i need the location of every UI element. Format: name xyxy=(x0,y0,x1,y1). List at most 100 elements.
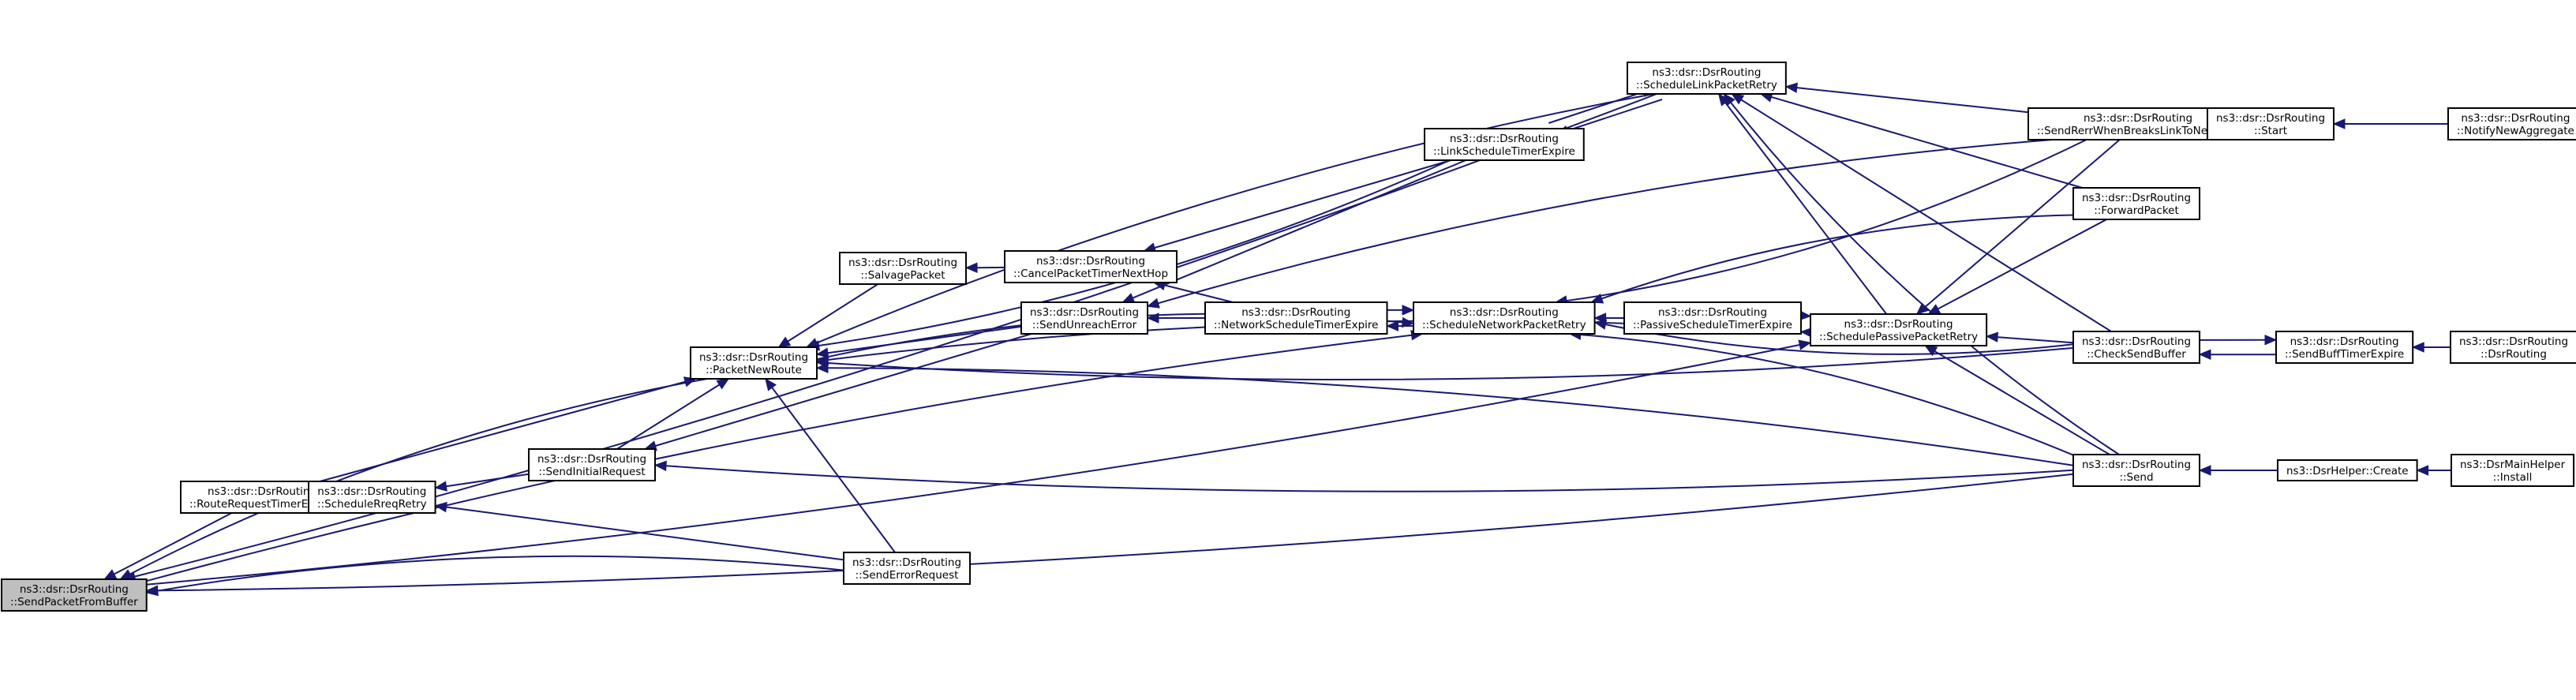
node-label-line: ::Install xyxy=(2493,471,2533,484)
node-send-packet-from-buffer[interactable]: ns3::dsr::DsrRouting::SendPacketFromBuff… xyxy=(1,578,148,612)
node-box xyxy=(1627,62,1787,95)
node-label-line: ns3::dsr::DsrRouting xyxy=(208,485,316,498)
node-label-line: ns3::dsr::DsrRouting xyxy=(317,485,426,498)
node-label-line: ns3::dsr::DsrRouting xyxy=(537,453,646,466)
arrowhead-icon xyxy=(145,585,159,597)
node-box xyxy=(528,448,657,481)
arrowhead-icon xyxy=(1985,331,1999,343)
node-dsr-helper-create[interactable]: ns3::DsrHelper::Create xyxy=(2277,459,2418,481)
node-send-buff-timer-expire[interactable]: ns3::dsr::DsrRouting::SendBuffTimerExpir… xyxy=(2275,331,2414,364)
node-label-line: ::CheckSendBuffer xyxy=(2087,348,2186,361)
node-label-line: ns3::dsr::DsrRouting xyxy=(1241,306,1350,319)
node-schedule-network-packet-retry[interactable]: ns3::dsr::DsrRouting::ScheduleNetworkPac… xyxy=(1413,301,1596,335)
node-label-line: ::PassiveScheduleTimerExpire xyxy=(1633,319,1792,331)
edge-send-packet-from-buffer-to-schedule-network-packet-retry xyxy=(146,334,1412,582)
node-salvage-packet[interactable]: ns3::dsr::DsrRouting::SalvagePacket xyxy=(839,252,968,285)
arrowhead-icon xyxy=(653,460,667,472)
edge-route-request-timer-expire-to-packet-new-route xyxy=(320,380,686,482)
node-box xyxy=(1020,301,1149,335)
arrowhead-icon xyxy=(716,378,730,390)
node-box xyxy=(1623,301,1803,335)
node-label-line: ns3::dsr::DsrRouting xyxy=(852,556,961,569)
node-network-schedule-timer-expire[interactable]: ns3::dsr::DsrRouting::NetworkScheduleTim… xyxy=(1204,301,1388,335)
node-schedule-rreq-retry[interactable]: ns3::dsr::DsrRouting::ScheduleRreqRetry xyxy=(308,481,436,514)
node-label-line: ns3::DsrHelper::Create xyxy=(2286,465,2409,477)
node-label-line: ns3::dsr::DsrRouting xyxy=(1844,318,1953,331)
node-box xyxy=(2277,459,2418,481)
node-label-line: ns3::dsr::DsrRouting xyxy=(1450,306,1559,319)
edge-send-error-request-to-packet-new-route xyxy=(771,387,896,553)
node-label-line: ns3::dsr::DsrRouting xyxy=(2082,192,2191,204)
edge-link-schedule-timer-expire-to-schedule-link-packet-retry xyxy=(1548,91,1644,124)
edge-schedule-link-packet-retry-to-send-packet-from-buffer xyxy=(134,93,1657,578)
edge-schedule-link-packet-retry-to-packet-new-route xyxy=(816,93,1654,344)
node-label-line: ::SendInitialRequest xyxy=(538,466,645,478)
node-start[interactable]: ns3::dsr::DsrRouting::Start xyxy=(2207,107,2335,140)
node-box xyxy=(690,346,818,380)
node-label-line: ns3::dsr::DsrRouting xyxy=(1658,306,1767,319)
node-passive-schedule-timer-expire[interactable]: ns3::dsr::DsrRouting::PassiveScheduleTim… xyxy=(1623,301,1803,335)
node-box xyxy=(839,252,968,285)
node-send-unreach-error[interactable]: ns3::dsr::DsrRouting::SendUnreachError xyxy=(1020,301,1149,335)
edge-send-to-schedule-link-packet-retry xyxy=(1730,102,2120,455)
node-label-line: ns3::dsr::DsrRouting xyxy=(2082,335,2191,348)
node-box xyxy=(1413,301,1596,335)
arrowhead-icon xyxy=(1798,339,1812,350)
edge-send-error-request-to-schedule-rreq-retry xyxy=(446,506,844,561)
node-schedule-passive-packet-retry[interactable]: ns3::dsr::DsrRouting::SchedulePassivePac… xyxy=(1810,313,1988,346)
node-check-send-buffer[interactable]: ns3::dsr::DsrRouting::CheckSendBuffer xyxy=(2072,331,2201,364)
edge-forward-packet-to-schedule-link-packet-retry xyxy=(1771,95,2083,189)
arrowhead-icon xyxy=(1146,313,1159,324)
edge-send-rerr-when-breaks-link-to-next-hop-to-schedule-passive-packet-retry xyxy=(1924,139,2121,308)
arrowhead-icon xyxy=(2411,342,2424,353)
node-label-line: ns3::dsr::DsrRouting xyxy=(1036,255,1145,268)
edge-link-schedule-timer-expire-to-send-unreach-error xyxy=(1132,159,1466,299)
arrowhead-icon xyxy=(1927,304,1941,315)
edge-schedule-link-packet-retry-to-link-schedule-timer-expire xyxy=(1567,99,1663,132)
node-link-schedule-timer-expire[interactable]: ns3::dsr::DsrRouting::LinkScheduleTimerE… xyxy=(1424,128,1585,161)
node-label-line: ::SendRerrWhenBreaksLinkToNextHop xyxy=(2037,125,2239,137)
edge-send-error-request-to-send-packet-from-buffer xyxy=(157,555,844,592)
node-box xyxy=(2451,454,2575,487)
node-send-initial-request[interactable]: ns3::dsr::DsrRouting::SendInitialRequest xyxy=(528,448,657,481)
node-box xyxy=(843,552,972,585)
node-label-line: ::DsrRouting xyxy=(2481,348,2547,361)
node-label-line: ns3::dsr::DsrRouting xyxy=(2084,112,2192,125)
node-label-line: ::SendUnreachError xyxy=(1032,319,1137,331)
node-send-error-request[interactable]: ns3::dsr::DsrRouting::SendErrorRequest xyxy=(843,552,972,585)
edge-send-to-send-packet-from-buffer xyxy=(157,473,2074,592)
node-packet-new-route[interactable]: ns3::dsr::DsrRouting::PacketNewRoute xyxy=(690,346,818,380)
node-cancel-packet-timer-next-hop[interactable]: ns3::dsr::DsrRouting::CancelPacketTimerN… xyxy=(1004,250,1178,283)
edge-send-initial-request-to-schedule-rreq-retry xyxy=(446,473,530,488)
node-dsr-routing-ctor[interactable]: ns3::dsr::DsrRouting::DsrRouting xyxy=(2450,331,2576,364)
node-box xyxy=(308,481,436,514)
node-label-line: ::NotifyNewAggregate xyxy=(2457,125,2574,137)
arrowhead-icon xyxy=(815,347,829,358)
node-schedule-link-packet-retry[interactable]: ns3::dsr::DsrRouting::ScheduleLinkPacket… xyxy=(1627,62,1787,95)
edge-send-to-schedule-passive-packet-retry xyxy=(1934,350,2110,455)
node-box xyxy=(2072,331,2201,364)
arrowhead-icon xyxy=(1590,293,1604,304)
node-label-line: ::LinkScheduleTimerExpire xyxy=(1433,145,1575,158)
node-box xyxy=(2207,107,2335,140)
node-label-line: ::ScheduleNetworkPacketRetry xyxy=(1422,319,1586,331)
edge-send-to-packet-new-route xyxy=(827,367,2074,466)
node-dsr-main-helper-install[interactable]: ns3::DsrMainHelper::Install xyxy=(2451,454,2575,487)
edge-check-send-buffer-to-schedule-link-packet-retry xyxy=(1740,99,2112,332)
node-box xyxy=(1424,128,1585,161)
node-label-line: ::PacketNewRoute xyxy=(706,364,802,376)
node-label-line: ::ScheduleLinkPacketRetry xyxy=(1636,79,1777,92)
edge-link-schedule-timer-expire-to-cancel-packet-timer-next-hop xyxy=(1154,159,1451,249)
node-label-line: ns3::dsr::DsrRouting xyxy=(1652,66,1761,79)
node-notify-new-aggregate[interactable]: ns3::dsr::DsrRouting::NotifyNewAggregate xyxy=(2447,107,2576,140)
node-forward-packet[interactable]: ns3::dsr::DsrRouting::ForwardPacket xyxy=(2072,187,2201,220)
node-send[interactable]: ns3::dsr::DsrRouting::Send xyxy=(2072,454,2201,487)
arrowhead-icon xyxy=(1717,92,1730,107)
arrowhead-icon xyxy=(1121,293,1136,303)
node-box xyxy=(2450,331,2576,364)
edge-send-initial-request-to-packet-new-route xyxy=(616,384,720,450)
node-box xyxy=(2072,187,2201,220)
arrowhead-icon xyxy=(1723,93,1735,107)
edge-send-unreach-error-to-packet-new-route xyxy=(827,325,1022,354)
